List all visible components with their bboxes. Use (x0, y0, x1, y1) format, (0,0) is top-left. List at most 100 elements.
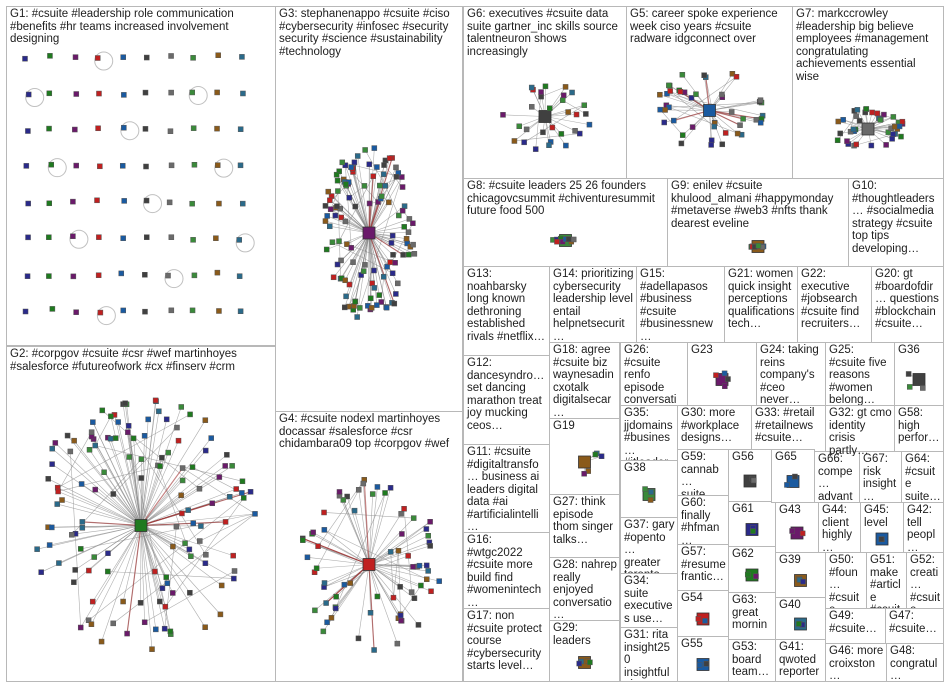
edge (368, 517, 414, 565)
node (529, 104, 535, 110)
node (107, 435, 114, 442)
edge (381, 176, 397, 197)
node (688, 95, 695, 101)
node (236, 237, 242, 243)
node (153, 626, 159, 633)
edge (344, 232, 370, 281)
edge (368, 231, 409, 234)
node (22, 55, 28, 62)
node (125, 429, 131, 435)
edge (333, 232, 370, 278)
edge (95, 489, 142, 526)
node (46, 125, 52, 132)
node (189, 307, 196, 314)
node (383, 304, 390, 311)
node (740, 116, 746, 122)
group-label: G39 (779, 554, 801, 566)
node (240, 90, 246, 97)
node (371, 647, 377, 653)
node (370, 173, 376, 179)
edge (344, 165, 370, 234)
node (347, 580, 354, 586)
group-label: G16: #wtgc2022 #csuite more build find #… (467, 534, 542, 609)
node (202, 417, 209, 423)
edge (140, 525, 221, 615)
edge (48, 478, 142, 526)
edge (541, 86, 566, 97)
edge (403, 508, 412, 593)
group-network-g3 (322, 145, 418, 320)
node (56, 560, 62, 566)
node (559, 97, 566, 103)
group-label: G28: nahrep really enjoyed conversatio… (553, 559, 620, 621)
group-cell-g5: G5: career spoke experience week ciso ye… (626, 6, 793, 179)
node (581, 102, 588, 108)
node (581, 470, 587, 477)
group-cell-g15: G15: #adellapasos #business #csuite #bus… (636, 266, 725, 343)
node (321, 527, 328, 533)
node (744, 571, 751, 578)
node (163, 416, 170, 423)
edge (94, 525, 142, 558)
node (344, 241, 350, 247)
node (906, 384, 913, 390)
node (55, 488, 61, 495)
node (796, 621, 802, 627)
node (170, 590, 176, 596)
group-cell-g30: G30: more #workplace designs… (677, 405, 752, 457)
group-cell-g64: G64: #csuite suite… (901, 451, 944, 503)
edge (325, 220, 370, 234)
node (719, 91, 725, 98)
node (237, 308, 244, 314)
edge (140, 440, 179, 526)
node (538, 89, 544, 95)
node (162, 603, 169, 610)
group-label: G35: jjdomains #busines… #itleader… (624, 407, 673, 460)
group-cell-g38: G38 (620, 460, 678, 518)
node (436, 578, 442, 584)
edge (837, 115, 857, 141)
node (168, 234, 175, 240)
edge (393, 550, 399, 598)
node (874, 110, 881, 117)
node (722, 130, 729, 136)
self-loop (235, 233, 255, 253)
node (549, 124, 556, 131)
group-label: G59: cannab… suite… (681, 451, 719, 496)
hub-node (134, 519, 148, 532)
group-cell-g55: G55 (677, 636, 729, 682)
node (174, 424, 180, 431)
node (341, 304, 348, 311)
edge (144, 570, 235, 623)
node (89, 598, 96, 605)
node (398, 617, 404, 624)
node (157, 463, 163, 469)
node (159, 585, 166, 591)
node (398, 511, 404, 517)
group-cell-g32: G32: gt cmo identity crisis partly… (825, 405, 895, 457)
node (327, 223, 333, 230)
edge (502, 114, 546, 117)
node (142, 126, 149, 132)
node (333, 593, 339, 600)
node (399, 531, 405, 537)
node (576, 660, 582, 667)
node (850, 126, 857, 133)
edge (140, 476, 220, 526)
node (315, 543, 321, 549)
node (408, 589, 415, 595)
edge (330, 179, 345, 210)
edge (113, 427, 178, 495)
group-network-g39 (794, 574, 807, 587)
node (231, 568, 238, 574)
node (834, 137, 841, 144)
group-label: G21: women quick insight perceptions qua… (728, 268, 795, 330)
node (108, 413, 114, 420)
node (118, 270, 125, 277)
group-label: G33: #retail #retailnews #csuite… (755, 407, 818, 444)
node (516, 123, 522, 129)
node (202, 624, 208, 630)
node (399, 184, 406, 190)
node (86, 567, 92, 574)
node (554, 238, 560, 245)
